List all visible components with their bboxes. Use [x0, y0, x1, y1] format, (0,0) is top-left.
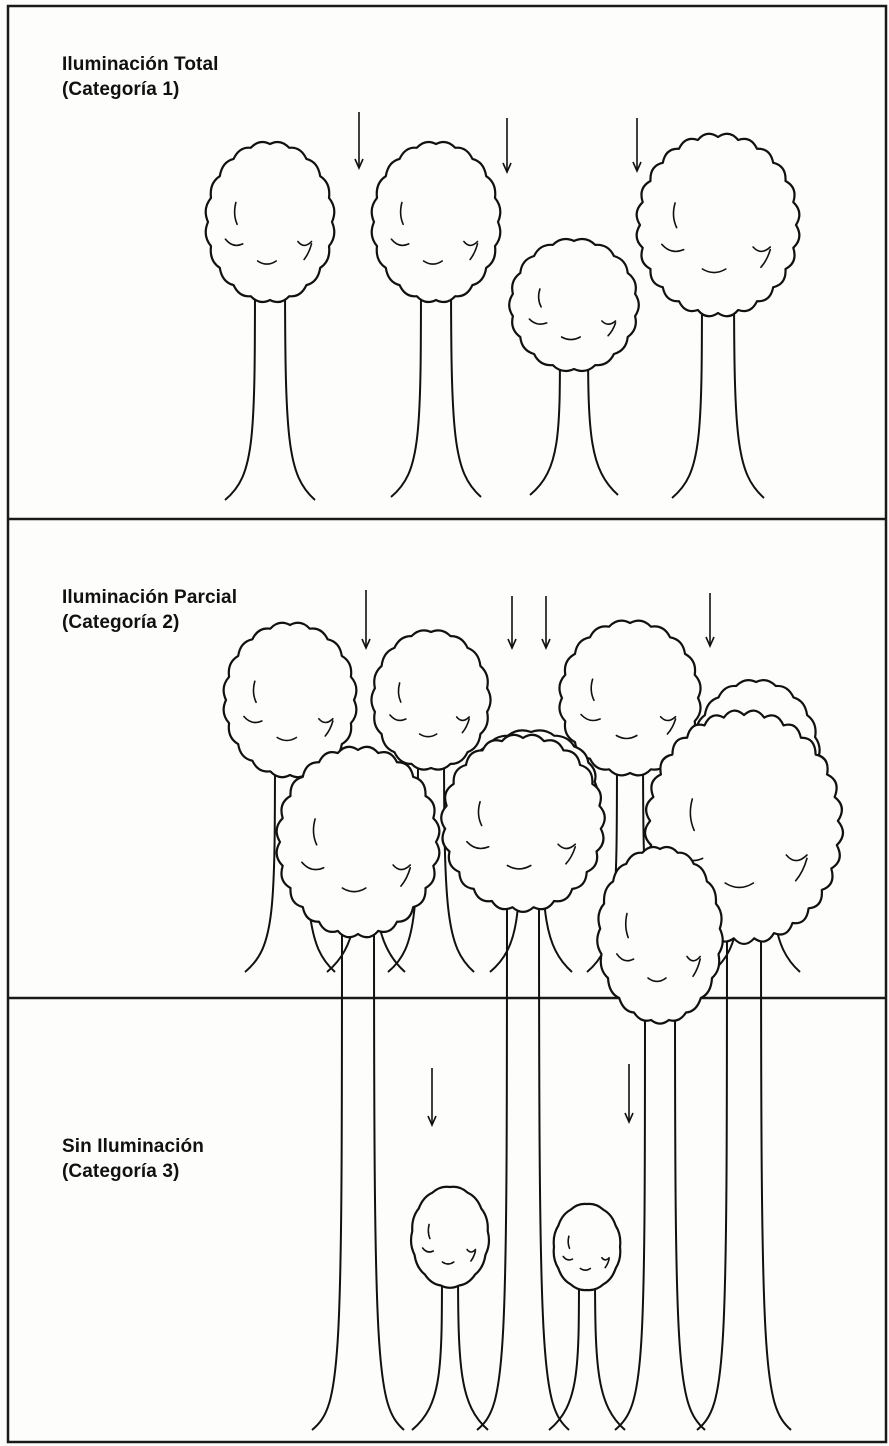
light-arrow	[542, 596, 550, 648]
light-arrow	[633, 118, 641, 171]
tree-crown	[637, 134, 800, 317]
tree	[441, 735, 605, 1430]
tree-trunk-left	[412, 1265, 442, 1431]
tree-trunk-right	[539, 870, 569, 1430]
panel-trees-1	[206, 134, 800, 500]
tree	[637, 134, 800, 498]
tree-trunk-right	[761, 889, 791, 1430]
tree-trunk-left	[477, 870, 507, 1430]
panel-label-category-2: Iluminación Parcial (Categoría 2)	[62, 585, 237, 635]
tree	[597, 847, 723, 1430]
tree	[509, 239, 639, 495]
tree	[411, 1187, 489, 1430]
trees-layer	[206, 134, 843, 1430]
light-arrow	[503, 118, 511, 172]
tree-crown	[411, 1187, 489, 1288]
tree-trunk-left	[391, 265, 421, 497]
tree-trunk-left	[225, 265, 255, 500]
panel-category: (Categoría 1)	[62, 77, 219, 102]
tree-crown	[371, 630, 490, 769]
tree-trunk-right	[285, 265, 315, 500]
light-arrow	[355, 112, 363, 168]
light-arrow	[428, 1068, 436, 1125]
panel-category: (Categoría 2)	[62, 610, 237, 635]
tree	[372, 142, 501, 497]
light-arrow	[508, 596, 516, 648]
tree	[277, 747, 440, 1430]
tree-crown	[372, 142, 501, 302]
tree	[206, 142, 335, 500]
tree-trunk-right	[458, 1265, 488, 1431]
panel-title: Sin Iluminación	[62, 1134, 204, 1159]
panel-trees-3	[277, 711, 843, 1430]
panel-label-category-3: Sin Iluminación (Categoría 3)	[62, 1134, 204, 1184]
panel-title: Iluminación Total	[62, 52, 219, 77]
tree-crown	[554, 1204, 621, 1290]
tree-trunk-right	[595, 1271, 625, 1430]
tree-crown	[441, 735, 605, 912]
tree-trunk-left	[312, 893, 342, 1430]
panel-category: (Categoría 3)	[62, 1159, 204, 1184]
tree-trunk-left	[615, 982, 645, 1430]
tree-trunk-left	[245, 741, 275, 972]
tree	[549, 1204, 625, 1430]
tree-trunk-right	[451, 265, 481, 497]
tree-crown	[509, 239, 639, 371]
tree-trunk-right	[675, 982, 705, 1430]
panel-label-category-1: Iluminación Total (Categoría 1)	[62, 52, 219, 102]
light-arrow	[706, 593, 714, 646]
light-arrow	[362, 590, 370, 648]
tree-crown	[206, 142, 335, 302]
panel-arrows-3	[428, 1064, 633, 1125]
panel-title: Iluminación Parcial	[62, 585, 237, 610]
light-arrow	[625, 1064, 633, 1122]
tree-crown	[597, 847, 723, 1024]
tree-trunk-right	[374, 893, 404, 1430]
